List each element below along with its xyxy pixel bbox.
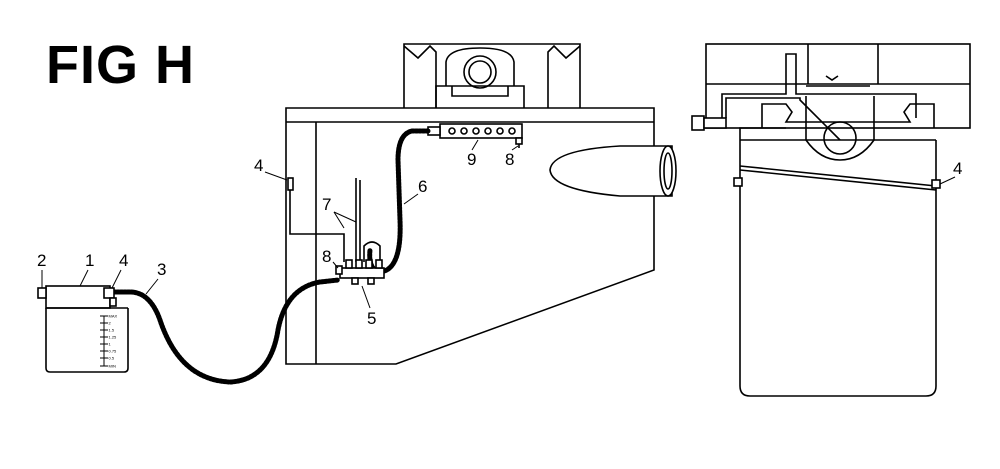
callout-4-pipe: 4 (254, 156, 263, 175)
callout-8-manifold: 8 (322, 247, 331, 266)
distribution-ports (448, 127, 516, 135)
callout-9: 9 (467, 150, 476, 169)
scale-label-min: MIN (109, 364, 116, 369)
callout-1: 1 (85, 251, 94, 270)
callout-2: 2 (37, 251, 46, 270)
hose-3 (107, 277, 341, 385)
scale-label-max: MAX (109, 314, 118, 319)
machine-end-view (691, 43, 971, 397)
callout-7: 7 (322, 195, 331, 214)
figure-title: FIG H (46, 35, 195, 95)
callout-4-end-view: 4 (953, 159, 962, 178)
callout-3: 3 (157, 260, 166, 279)
callout-4-reservoir: 4 (119, 251, 128, 270)
callouts: 2 1 4 3 4 7 6 8 5 9 8 4 (37, 139, 962, 328)
scale-label-2: 2 (109, 321, 112, 326)
scale-label-0-75: 0.75 (109, 349, 118, 354)
scale-label-0-5: 0.5 (109, 356, 115, 361)
scale-label-1: 1 (109, 342, 112, 347)
callout-5: 5 (367, 309, 376, 328)
scale-label-1-5: 1.5 (109, 328, 115, 333)
scale-label-1-25: 1.25 (109, 335, 118, 340)
callout-6: 6 (418, 177, 427, 196)
oil-reservoir: MAX 2 1.5 1.25 1 0.75 0.5 MIN (37, 285, 129, 373)
callout-8-block: 8 (505, 150, 514, 169)
machine-side-view (285, 43, 677, 365)
